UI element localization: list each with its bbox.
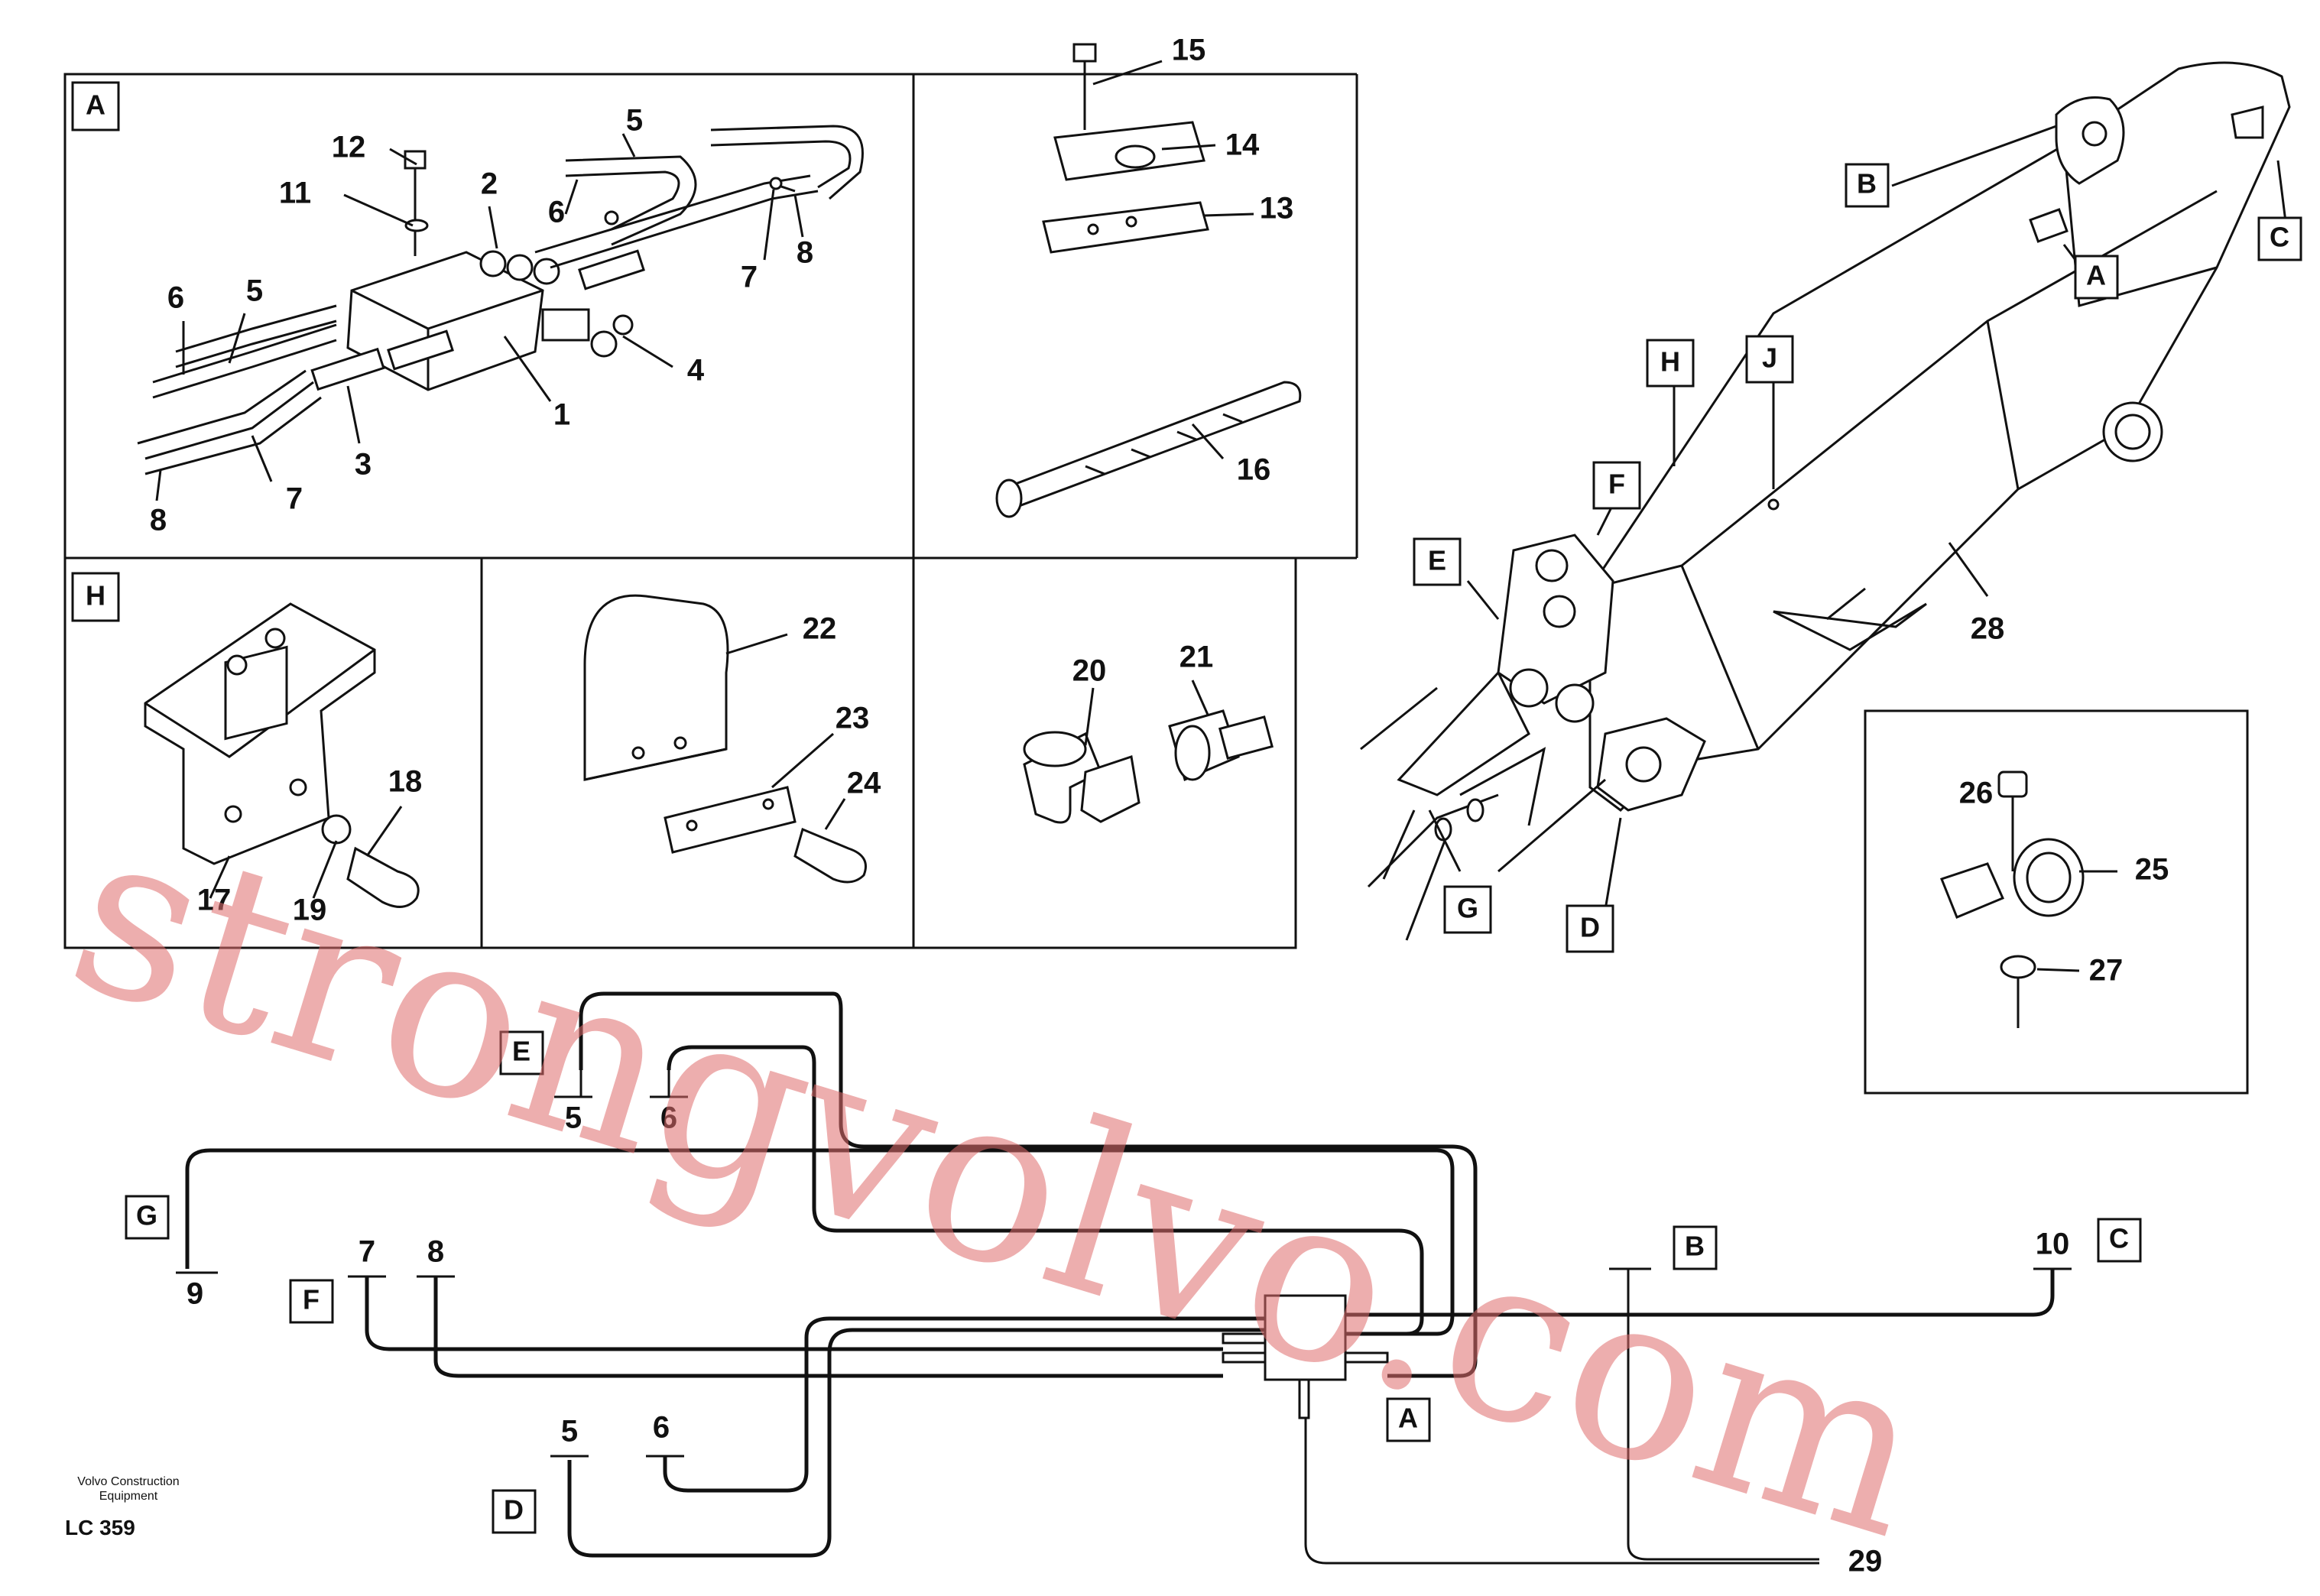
callout-1: 1	[553, 398, 570, 432]
svg-text:A: A	[2086, 260, 2106, 291]
callout-25: 25	[2135, 853, 2169, 887]
boom-label-c: C	[2257, 216, 2302, 261]
callout-23: 23	[836, 702, 870, 735]
hose-end-f8: 8	[427, 1235, 444, 1269]
callout-12: 12	[332, 131, 366, 164]
callout-21: 21	[1179, 641, 1214, 674]
callout-15: 15	[1172, 34, 1206, 67]
callout-6: 6	[548, 196, 565, 229]
hose-end-f7: 7	[359, 1235, 375, 1269]
callout-22: 22	[803, 612, 837, 646]
boom-label-b: B	[1845, 163, 1890, 208]
callout-29: 29	[1848, 1545, 1883, 1578]
detail-plate-drawing	[583, 594, 867, 884]
callout-2: 2	[481, 167, 498, 201]
detail-h-drawing	[144, 602, 420, 908]
hose-end-g9: 9	[187, 1277, 203, 1311]
company-name-line2: Equipment	[99, 1490, 158, 1503]
svg-text:C: C	[2109, 1223, 2129, 1254]
callout-7: 7	[741, 261, 758, 294]
boom-drawing	[1360, 61, 2291, 941]
svg-text:G: G	[136, 1200, 157, 1231]
boom-label-g: G	[1443, 885, 1492, 934]
svg-text:E: E	[1428, 545, 1446, 576]
hose-end-c10: 10	[2036, 1228, 2070, 1261]
boom-label-e: E	[1413, 537, 1462, 586]
drawing-code: LC 359	[65, 1516, 135, 1539]
callout-28: 28	[1971, 612, 2005, 646]
detail-box-h: H	[71, 572, 120, 622]
callout-5: 5	[626, 104, 643, 138]
scheme-label-e: E	[499, 1030, 544, 1075]
callout-3: 3	[355, 448, 372, 482]
hose-end-d6: 6	[653, 1411, 670, 1445]
hose-end-d5: 5	[561, 1415, 578, 1448]
detail-box-a: A	[71, 81, 120, 131]
svg-text:G: G	[1457, 893, 1478, 924]
svg-text:D: D	[1580, 912, 1600, 943]
svg-text:B: B	[1685, 1231, 1705, 1262]
scheme-label-f: F	[289, 1279, 334, 1324]
scheme-label-c: C	[2097, 1218, 2142, 1263]
boom-label-f: F	[1592, 461, 1641, 510]
callout-27: 27	[2089, 954, 2124, 988]
callout-11: 11	[279, 177, 311, 210]
boom-label-j: J	[1745, 335, 1794, 384]
svg-text:F: F	[303, 1284, 320, 1315]
scheme-label-b: B	[1673, 1225, 1718, 1270]
callout-18: 18	[388, 765, 423, 799]
scheme-label-d: D	[492, 1489, 537, 1534]
callout-8: 8	[797, 236, 813, 270]
scheme-label-a: A	[1386, 1397, 1431, 1442]
callout-5-left: 5	[246, 274, 263, 308]
svg-text:H: H	[1660, 346, 1680, 378]
hose-end-e6: 6	[660, 1101, 677, 1135]
scheme-label-g: G	[125, 1195, 170, 1240]
watermark-text: strongvolvo.com	[45, 775, 1953, 1590]
callout-8-left: 8	[150, 504, 167, 537]
svg-text:B: B	[1857, 168, 1877, 200]
watermark: strongvolvo.com	[45, 775, 1953, 1590]
callout-13: 13	[1260, 192, 1294, 225]
detail-frames	[63, 73, 2249, 1095]
callout-19: 19	[293, 894, 327, 927]
detail-box-h-label: H	[86, 580, 105, 611]
detail-fittings-drawing	[1023, 680, 1274, 824]
detail-box-a-label: A	[86, 89, 105, 121]
svg-text:C: C	[2270, 222, 2289, 253]
svg-text:J: J	[1762, 342, 1777, 374]
callout-14: 14	[1225, 128, 1260, 162]
boom-label-a: A	[2074, 255, 2119, 300]
callout-17: 17	[197, 884, 232, 917]
svg-text:A: A	[1398, 1403, 1418, 1434]
callout-6-left: 6	[167, 281, 184, 315]
callout-16: 16	[1237, 453, 1271, 487]
detail-nipple-drawing	[1940, 770, 2117, 1028]
boom-label-h: H	[1646, 339, 1695, 388]
svg-text:F: F	[1608, 469, 1625, 500]
svg-text:D: D	[504, 1494, 524, 1526]
detail-a-drawing	[137, 125, 864, 501]
callout-26: 26	[1959, 777, 1994, 810]
callout-20: 20	[1072, 654, 1107, 688]
callout-4: 4	[687, 354, 705, 388]
callout-7-left: 7	[286, 482, 303, 516]
detail-clamp-drawing	[995, 43, 1302, 518]
hose-schematic	[176, 991, 2072, 1565]
boom-label-d: D	[1566, 904, 1614, 953]
hose-end-e5: 5	[565, 1101, 582, 1135]
company-name: Volvo Construction	[77, 1475, 179, 1488]
svg-text:E: E	[512, 1036, 531, 1067]
callout-24: 24	[847, 767, 881, 800]
